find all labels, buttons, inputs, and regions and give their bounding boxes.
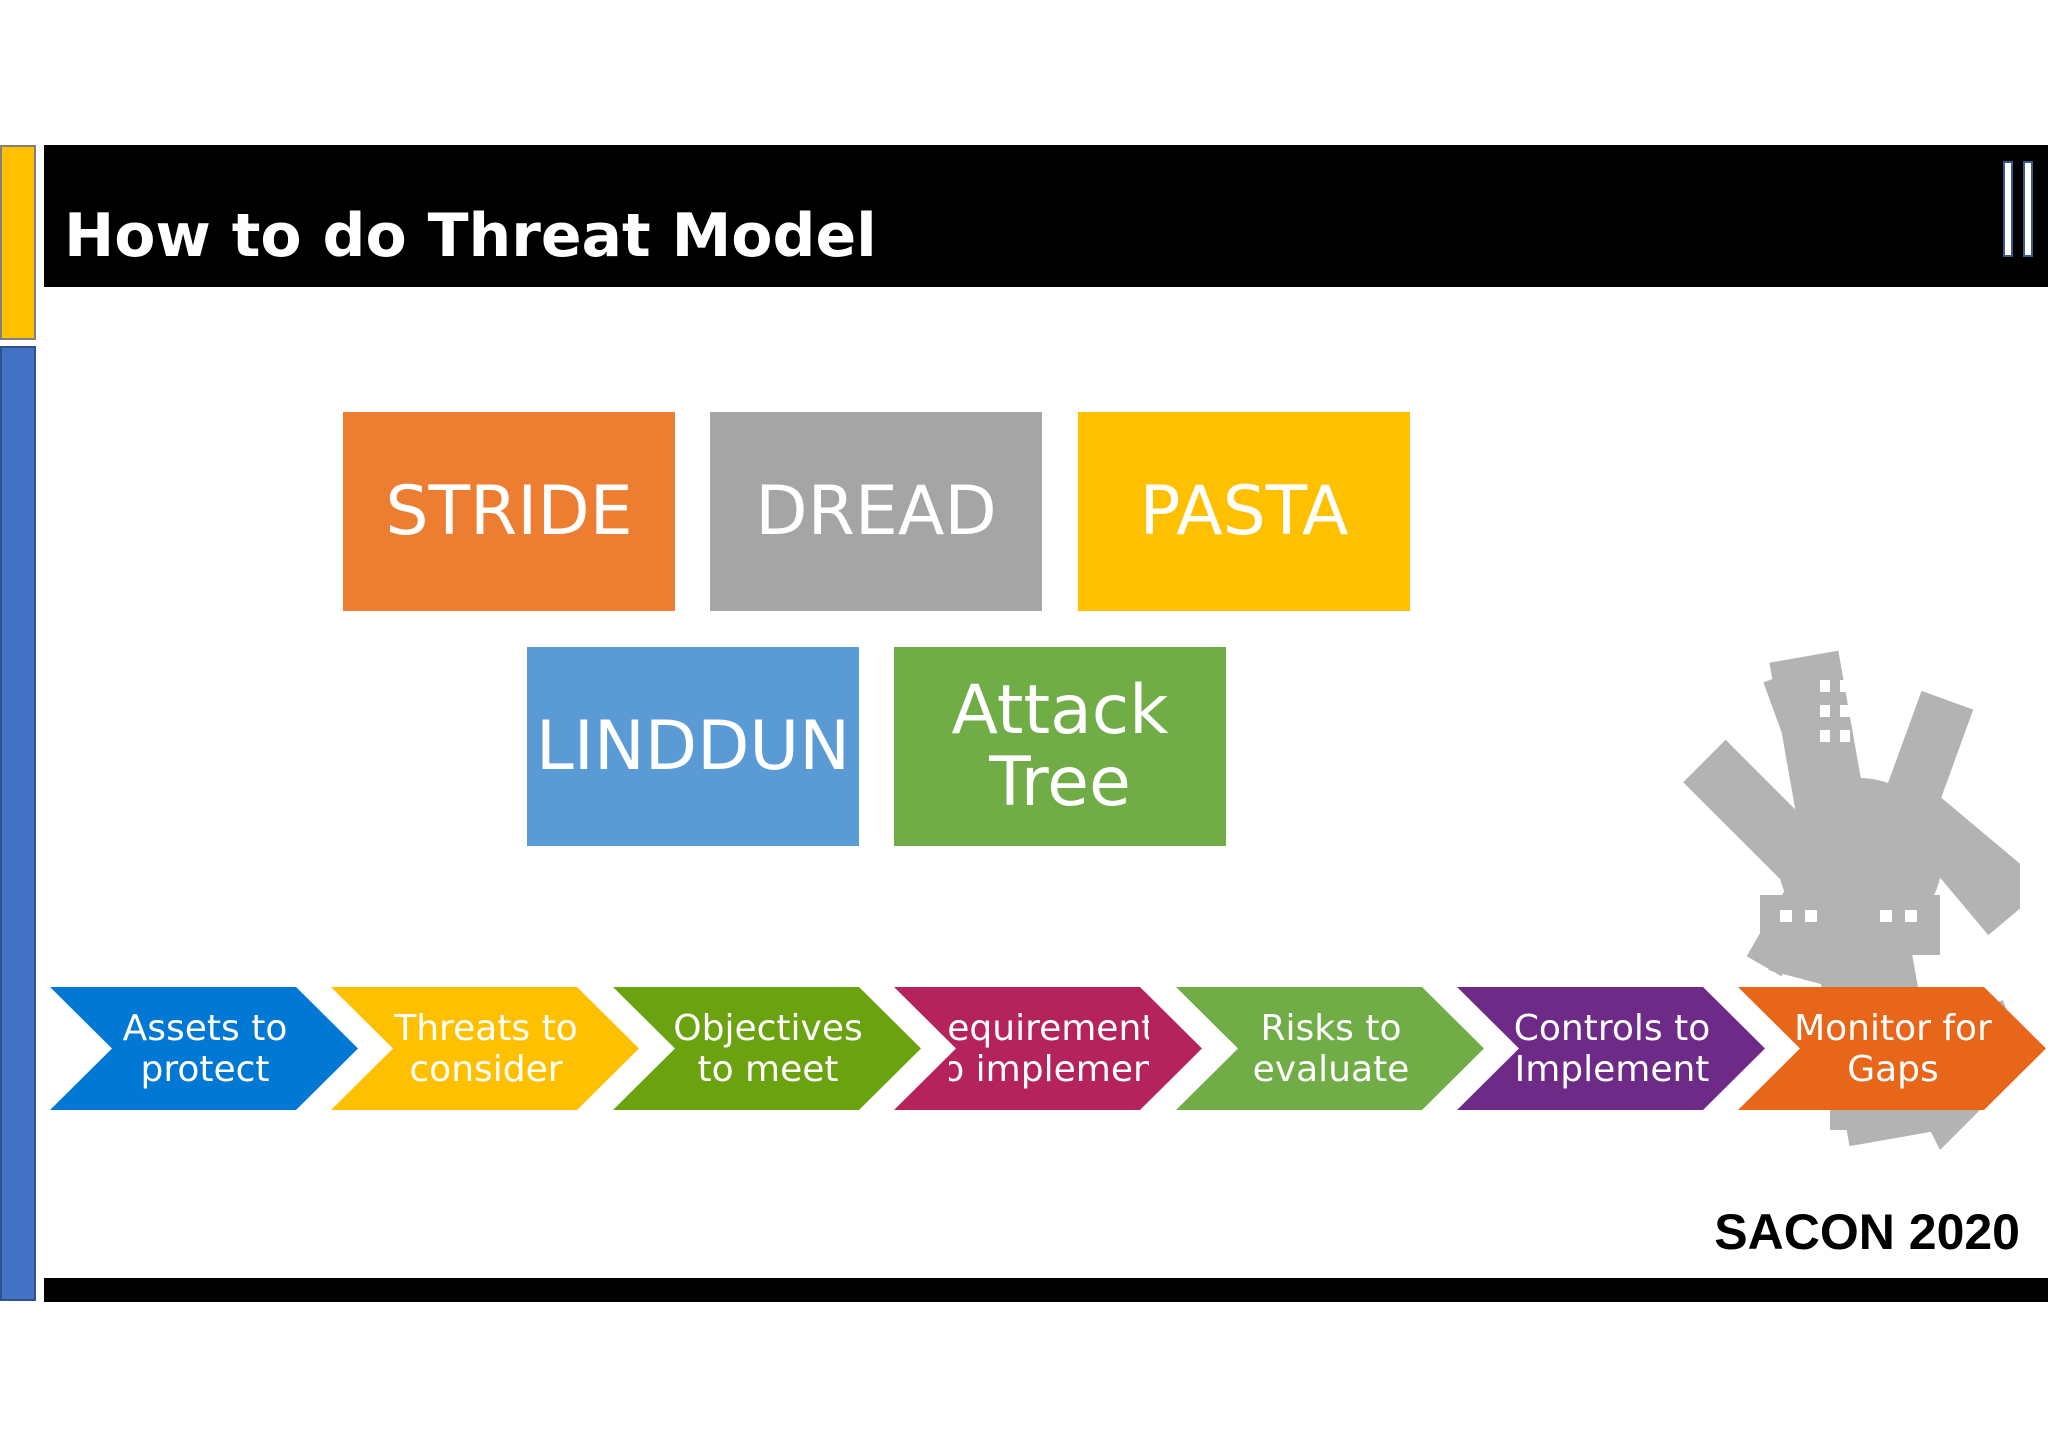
process-step-label: Assets to protect <box>122 1007 288 1090</box>
method-attack-tree: Attack Tree <box>894 647 1226 846</box>
method-stride: STRIDE <box>343 412 675 611</box>
footer-bar <box>44 1278 2048 1302</box>
process-step-requirements: Requirements to implement <box>894 987 1202 1110</box>
process-step-monitor: Monitor for Gaps <box>1738 987 2046 1110</box>
process-step-threats: Threats to consider <box>331 987 639 1110</box>
slide-title: How to do Threat Model <box>64 201 877 271</box>
method-pasta: PASTA <box>1078 412 1410 611</box>
accent-bar-yellow <box>0 145 36 340</box>
process-step-controls: Controls to Implement <box>1457 987 1765 1110</box>
brand-label: SACON 2020 <box>1714 1204 2020 1260</box>
process-step-objectives: Objectives to meet <box>613 987 921 1110</box>
method-linddun: LINDDUN <box>527 647 859 846</box>
double-bar-icon <box>2003 161 2033 257</box>
process-step-risks: Risks to evaluate <box>1176 987 1484 1110</box>
process-step-assets: Assets to protect <box>50 987 358 1110</box>
process-step-label: Risks to evaluate <box>1252 1007 1410 1090</box>
process-step-label: Threats to consider <box>394 1007 578 1090</box>
process-step-label: Requirements to implement <box>949 1007 1149 1090</box>
method-dread: DREAD <box>710 412 1042 611</box>
method-attack-tree-label: Attack Tree <box>951 670 1169 822</box>
process-step-label: Objectives to meet <box>673 1007 863 1090</box>
accent-bar-blue <box>0 346 36 1301</box>
header-bar <box>44 145 2048 287</box>
process-step-label: Monitor for Gaps <box>1794 1007 1992 1090</box>
process-step-label: Controls to Implement <box>1513 1007 1711 1090</box>
